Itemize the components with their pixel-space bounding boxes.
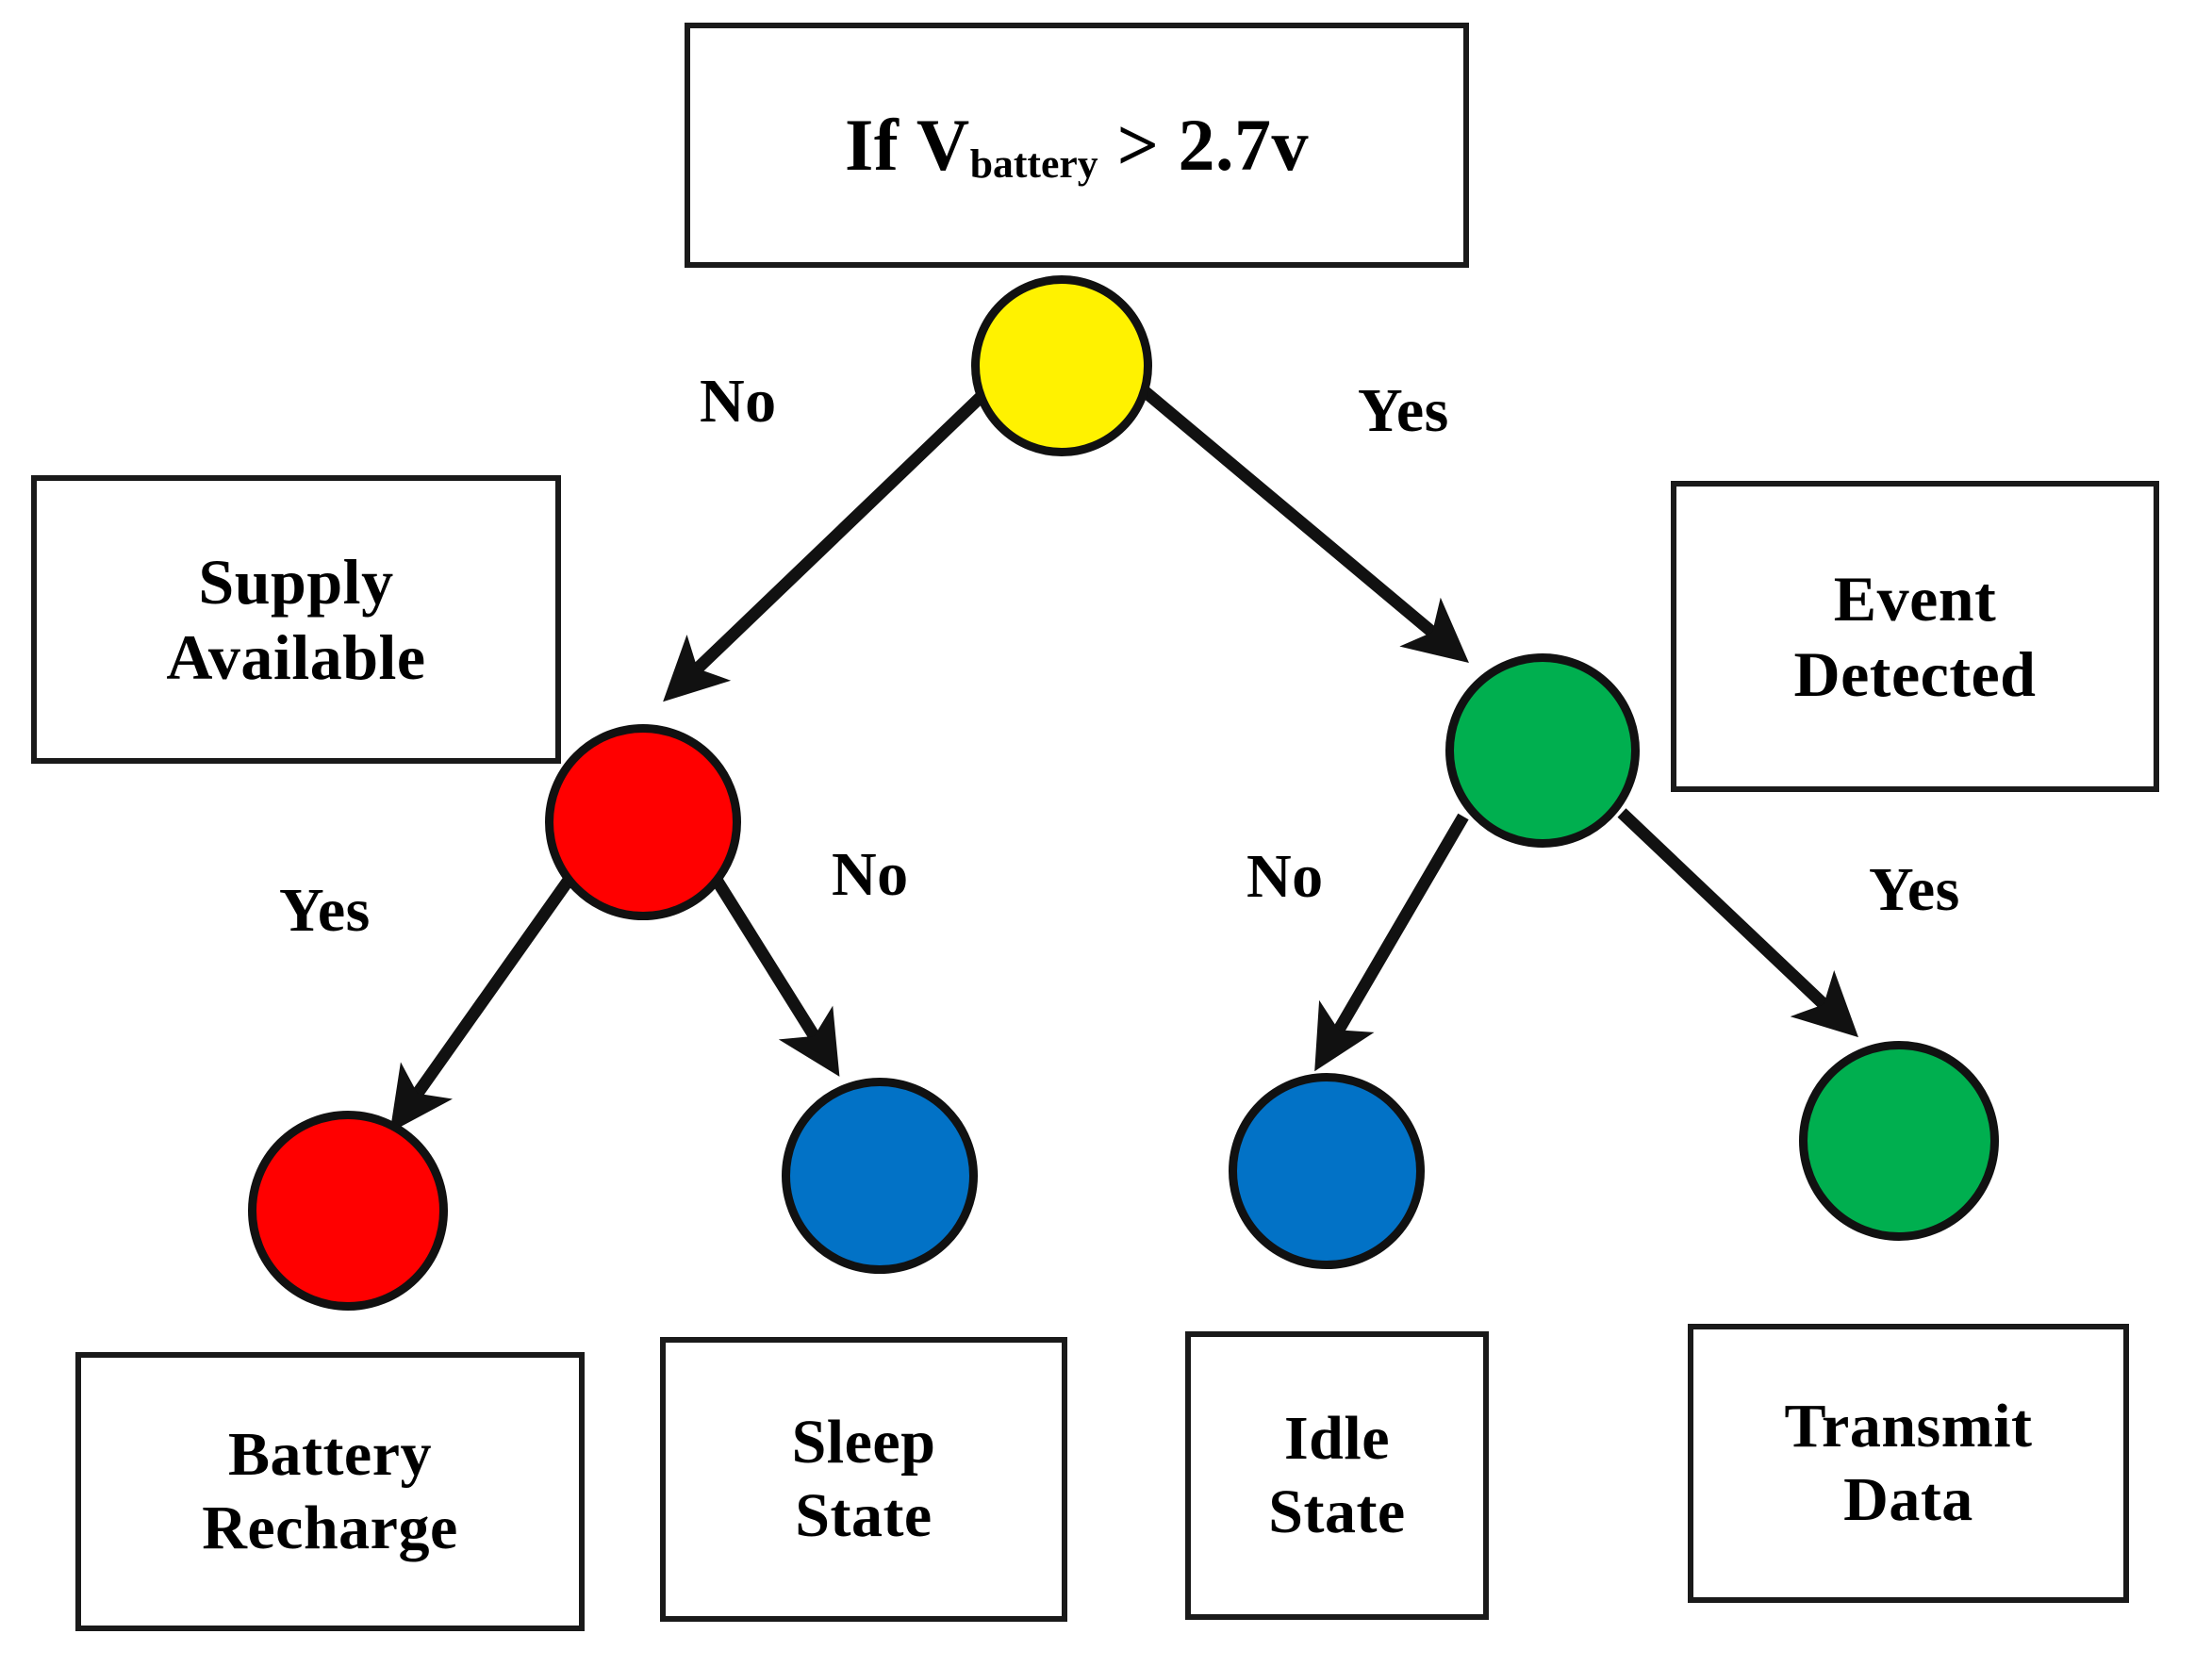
condition-subscript: battery [969, 140, 1098, 187]
root-decision-node[interactable] [971, 275, 1152, 456]
sleep-state-node[interactable] [782, 1078, 978, 1274]
condition-box: If Vbattery > 2.7v [685, 23, 1469, 268]
edge-label-root-yes: Yes [1358, 376, 1449, 445]
supply-available-box: Supply Available [31, 475, 561, 764]
edge-label-supply-yes: Yes [279, 876, 371, 945]
transmit-data-node[interactable] [1799, 1041, 1999, 1241]
edge-label-event-yes: Yes [1869, 855, 1960, 924]
event-detected-box: Event Detected [1671, 481, 2159, 792]
edge-left-branch-to-battery-recharge [389, 875, 575, 1133]
edge-label-supply-no: No [832, 840, 909, 909]
edge-label-root-no: No [700, 367, 777, 436]
edge-right-branch-to-idle-state [1314, 813, 1469, 1072]
event-detected-node[interactable] [1445, 653, 1640, 848]
sleep-state-box: Sleep State [660, 1337, 1067, 1622]
edge-left-branch-to-sleep-state [709, 873, 840, 1077]
condition-suffix: > 2.7v [1098, 103, 1310, 186]
edge-label-event-no: No [1246, 842, 1324, 911]
condition-prefix: If V [844, 103, 970, 186]
transmit-data-box: Transmit Data [1688, 1324, 2129, 1603]
condition-text: If Vbattery > 2.7v [845, 102, 1309, 189]
idle-state-node[interactable] [1229, 1073, 1425, 1269]
idle-state-box: Idle State [1185, 1331, 1489, 1620]
edge-right-branch-to-transmit-data [1617, 808, 1858, 1038]
battery-recharge-box: Battery Recharge [75, 1352, 585, 1631]
battery-recharge-node[interactable] [248, 1111, 448, 1311]
supply-available-node[interactable] [545, 724, 741, 920]
